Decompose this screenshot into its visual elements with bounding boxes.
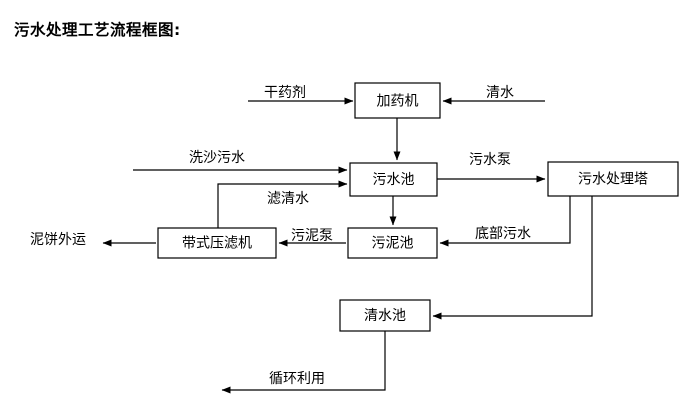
terminal-mud-cake-transport: 泥饼外运	[30, 232, 86, 248]
node-treatment-tower[interactable]: 污水处理塔	[547, 161, 679, 197]
node-sewage-pool[interactable]: 污水池	[349, 162, 438, 197]
node-box	[347, 227, 438, 259]
node-label: 加药机	[377, 94, 419, 110]
edge-label-sewage-pump: 污水泵	[469, 152, 511, 168]
node-label: 带式压滤机	[182, 236, 252, 252]
node-label: 污水池	[373, 172, 415, 188]
node-belt-filter-press[interactable]: 带式压滤机	[157, 227, 277, 259]
node-box	[339, 299, 431, 332]
edge-tower-to-sludge-pool	[439, 196, 571, 247]
edge-clean-water-pool-to-recycle	[221, 331, 386, 394]
node-clean-water-pool[interactable]: 清水池	[339, 299, 431, 332]
node-box	[349, 162, 438, 197]
edge-tower-to-clean-water-pool	[432, 196, 593, 320]
terminal-dry-agent: 干药剂	[264, 85, 306, 101]
node-sludge-pool[interactable]: 污泥池	[347, 227, 438, 259]
node-dosing-machine[interactable]: 加药机	[354, 82, 441, 119]
node-box	[547, 161, 679, 197]
terminal-sand-washing-sewage: 洗沙污水	[189, 150, 245, 166]
edge-filter-press-to-sewage-pool	[217, 180, 348, 228]
edge-label-bottom-sewage: 底部污水	[475, 226, 531, 242]
node-box	[354, 82, 441, 119]
node-label: 污泥池	[372, 236, 414, 252]
terminal-clean-water-in: 清水	[486, 85, 514, 101]
edge-label-sludge-pump: 污泥泵	[291, 228, 333, 244]
page-title: 污水处理工艺流程框图:	[14, 21, 181, 39]
node-label: 污水处理塔	[578, 172, 648, 188]
node-label: 清水池	[364, 308, 406, 324]
edge-label-filtered-clear-water: 滤清水	[267, 191, 309, 207]
node-box	[157, 227, 277, 259]
edge-label-recycling: 循环利用	[269, 371, 325, 387]
